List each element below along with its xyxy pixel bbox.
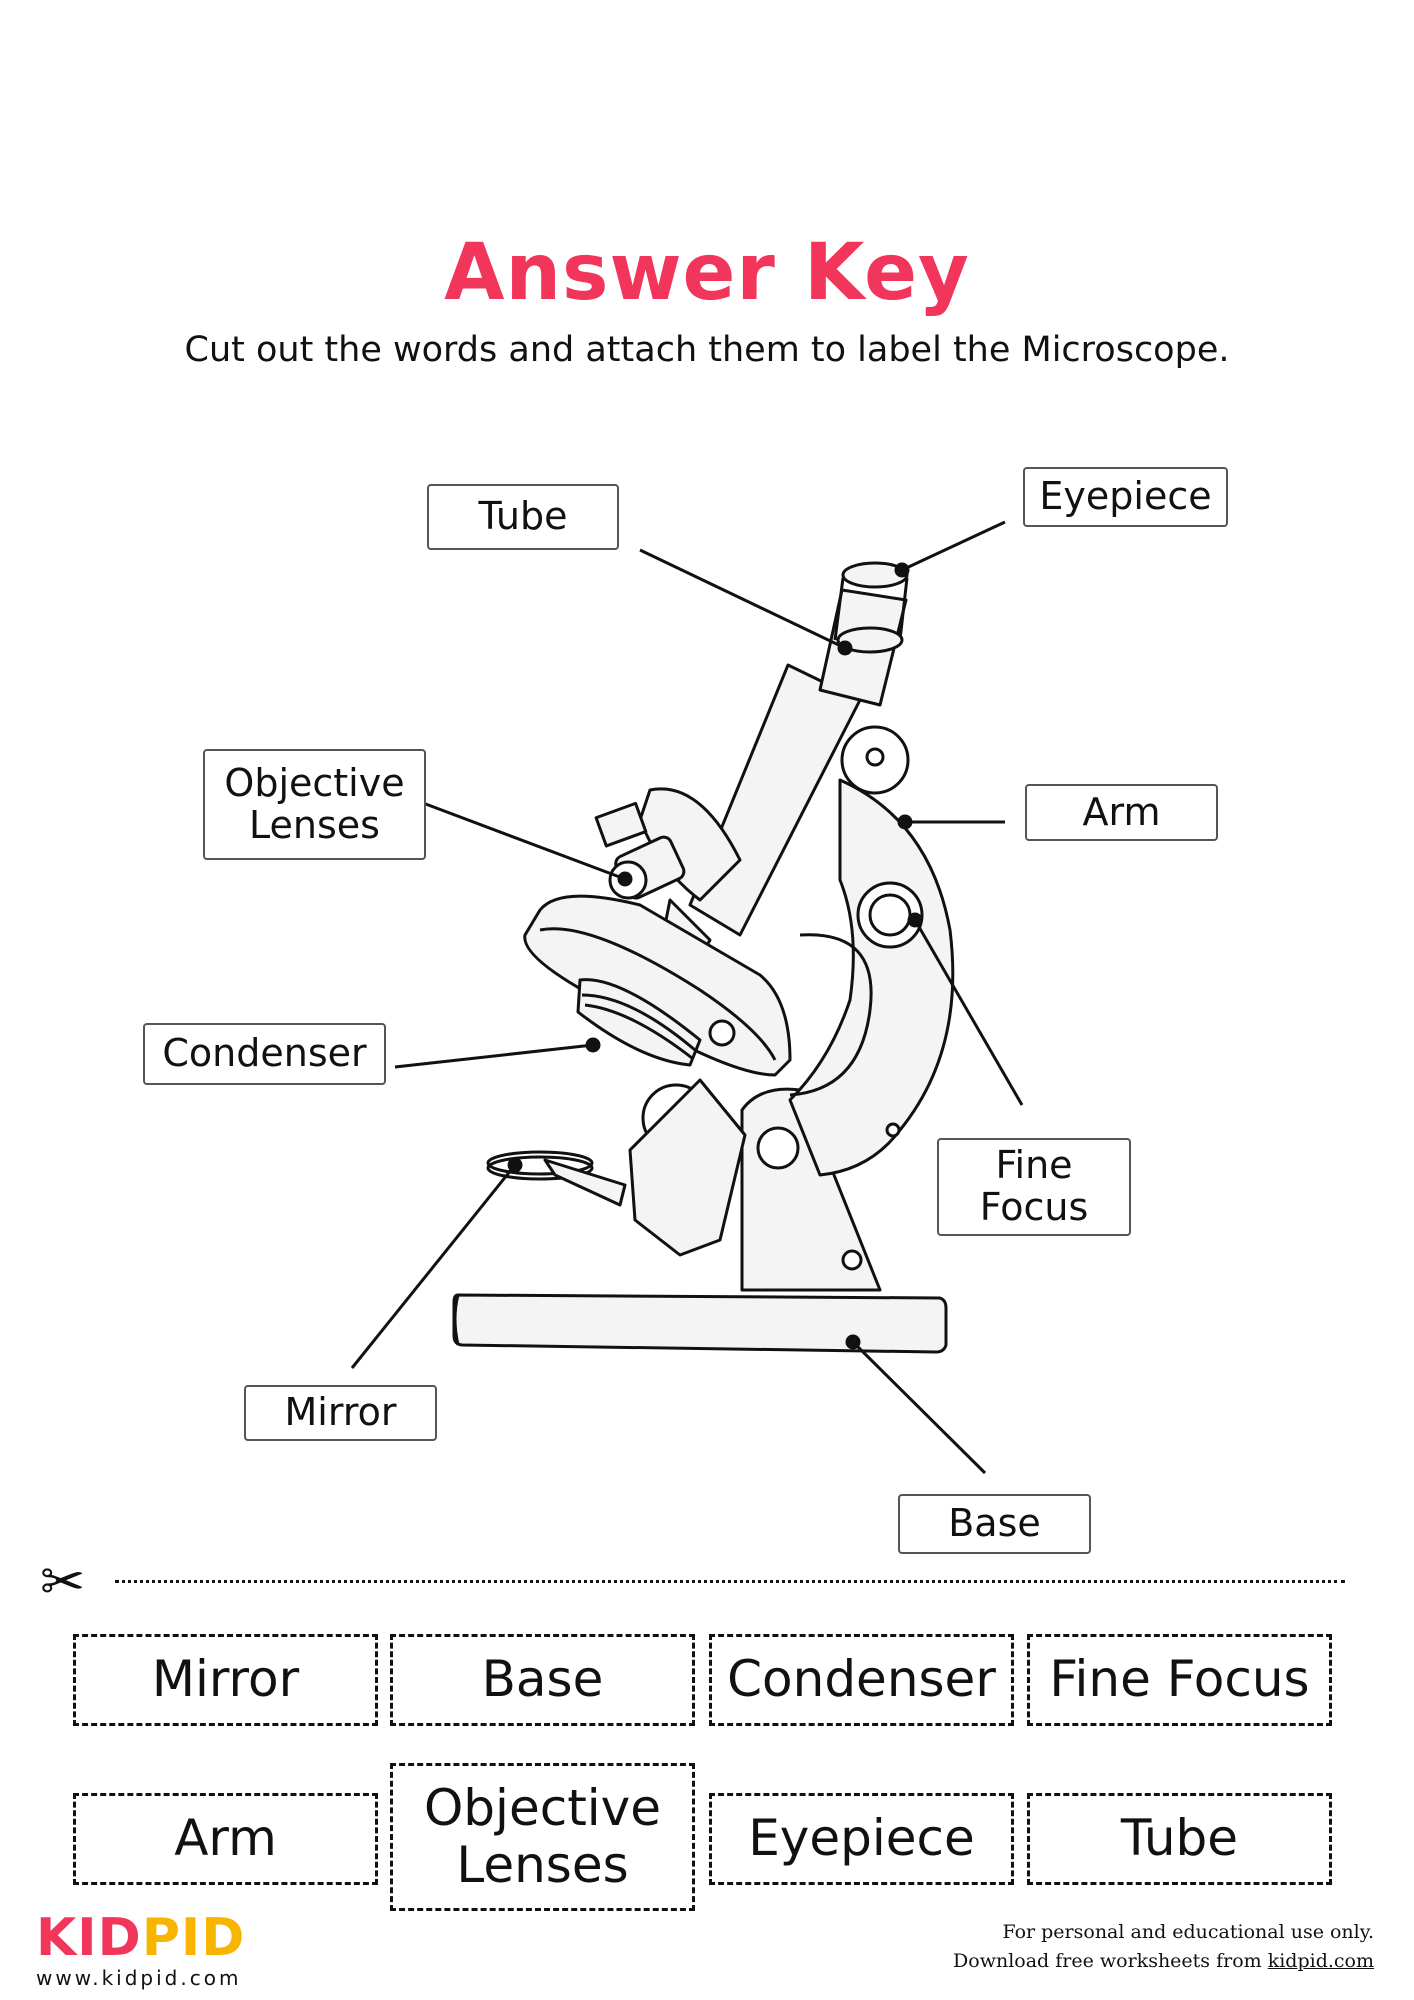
label-eyepiece: Eyepiece xyxy=(1023,467,1228,527)
scissors-icon: ✂ xyxy=(40,1550,86,1613)
kidpid-logo: KIDPID xyxy=(36,1908,245,1968)
cutout-card: Eyepiece xyxy=(709,1793,1014,1885)
footer-line-1: For personal and educational use only. xyxy=(1002,1921,1374,1943)
microscope-tube-body xyxy=(688,663,862,937)
footer-notice: For personal and educational use only. D… xyxy=(953,1918,1374,1977)
footer-line-2: Download free worksheets from kidpid.com xyxy=(953,1947,1374,1976)
label-objective-lenses: Objective Lenses xyxy=(203,749,426,860)
page-title: Answer Key xyxy=(444,228,970,318)
label-base: Base xyxy=(898,1494,1091,1554)
cut-line xyxy=(115,1580,1345,1583)
cutout-card: Objective Lenses xyxy=(390,1763,695,1911)
brand-url: www.kidpid.com xyxy=(36,1966,242,1990)
leader-tube xyxy=(639,548,846,650)
leader-fine-focus xyxy=(913,919,1024,1106)
microscope-base xyxy=(452,1293,948,1354)
cutout-card: Arm xyxy=(73,1793,378,1885)
leader-base xyxy=(851,1340,987,1475)
label-tube: Tube xyxy=(427,484,619,550)
footer-link[interactable]: kidpid.com xyxy=(1267,1950,1374,1973)
cutout-card: Mirror xyxy=(73,1634,378,1726)
leader-objective xyxy=(414,798,626,881)
footer-prefix: Download free worksheets from xyxy=(953,1950,1268,1973)
microscope-arm xyxy=(788,778,955,1177)
label-arm: Arm xyxy=(1025,784,1218,841)
instructions: Cut out the words and attach them to lab… xyxy=(184,330,1230,370)
logo-pid: PID xyxy=(141,1908,246,1968)
cutout-card: Fine Focus xyxy=(1027,1634,1332,1726)
label-fine-focus: Fine Focus xyxy=(937,1138,1131,1236)
label-mirror: Mirror xyxy=(244,1385,437,1441)
leader-mirror xyxy=(350,1164,517,1369)
logo-kid: KID xyxy=(36,1908,142,1968)
cutout-card: Base xyxy=(390,1634,695,1726)
leader-eyepiece xyxy=(901,520,1006,572)
cutout-card: Tube xyxy=(1027,1793,1332,1885)
leader-condenser xyxy=(394,1043,594,1069)
cutout-card: Condenser xyxy=(709,1634,1014,1726)
label-condenser: Condenser xyxy=(143,1023,386,1085)
